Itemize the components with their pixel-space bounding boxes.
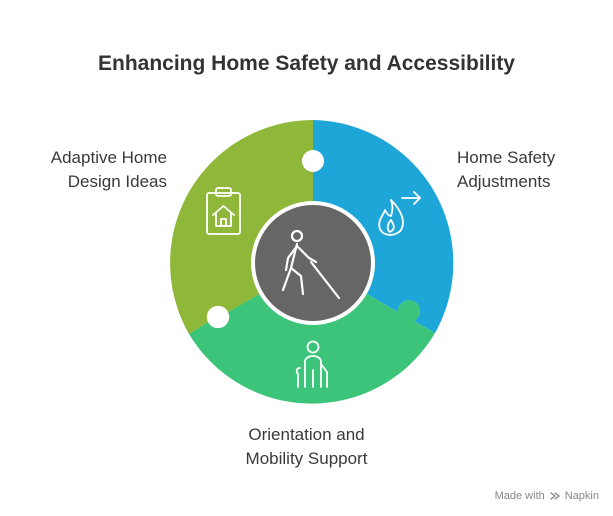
segment-orientation-mobility xyxy=(189,263,435,404)
label-line: Adaptive Home xyxy=(50,148,167,167)
made-with-text: Made with xyxy=(494,490,545,502)
label-orientation-mobility: Orientation and Mobility Support xyxy=(0,423,613,471)
napkin-logo-icon xyxy=(550,492,560,500)
label-home-safety-adjustments: Home Safety Adjustments xyxy=(457,146,555,194)
label-line: Mobility Support xyxy=(245,449,368,468)
person-cane-icon xyxy=(295,340,328,388)
napkin-brand-text: Napkin xyxy=(564,490,599,502)
clipboard-house-icon xyxy=(206,187,241,235)
label-line: Design Ideas xyxy=(67,172,167,191)
diagram-title: Enhancing Home Safety and Accessibility xyxy=(97,52,515,75)
walking-cane-person-icon xyxy=(281,229,341,300)
label-line: Home Safety xyxy=(457,148,556,167)
label-line: Orientation and xyxy=(248,425,365,444)
fire-arrow-icon xyxy=(378,191,421,236)
label-line: Adjustments xyxy=(457,172,551,191)
label-adaptive-home-design: Adaptive Home Design Ideas xyxy=(51,146,167,194)
napkin-footer: Made with Napkin xyxy=(495,490,599,502)
